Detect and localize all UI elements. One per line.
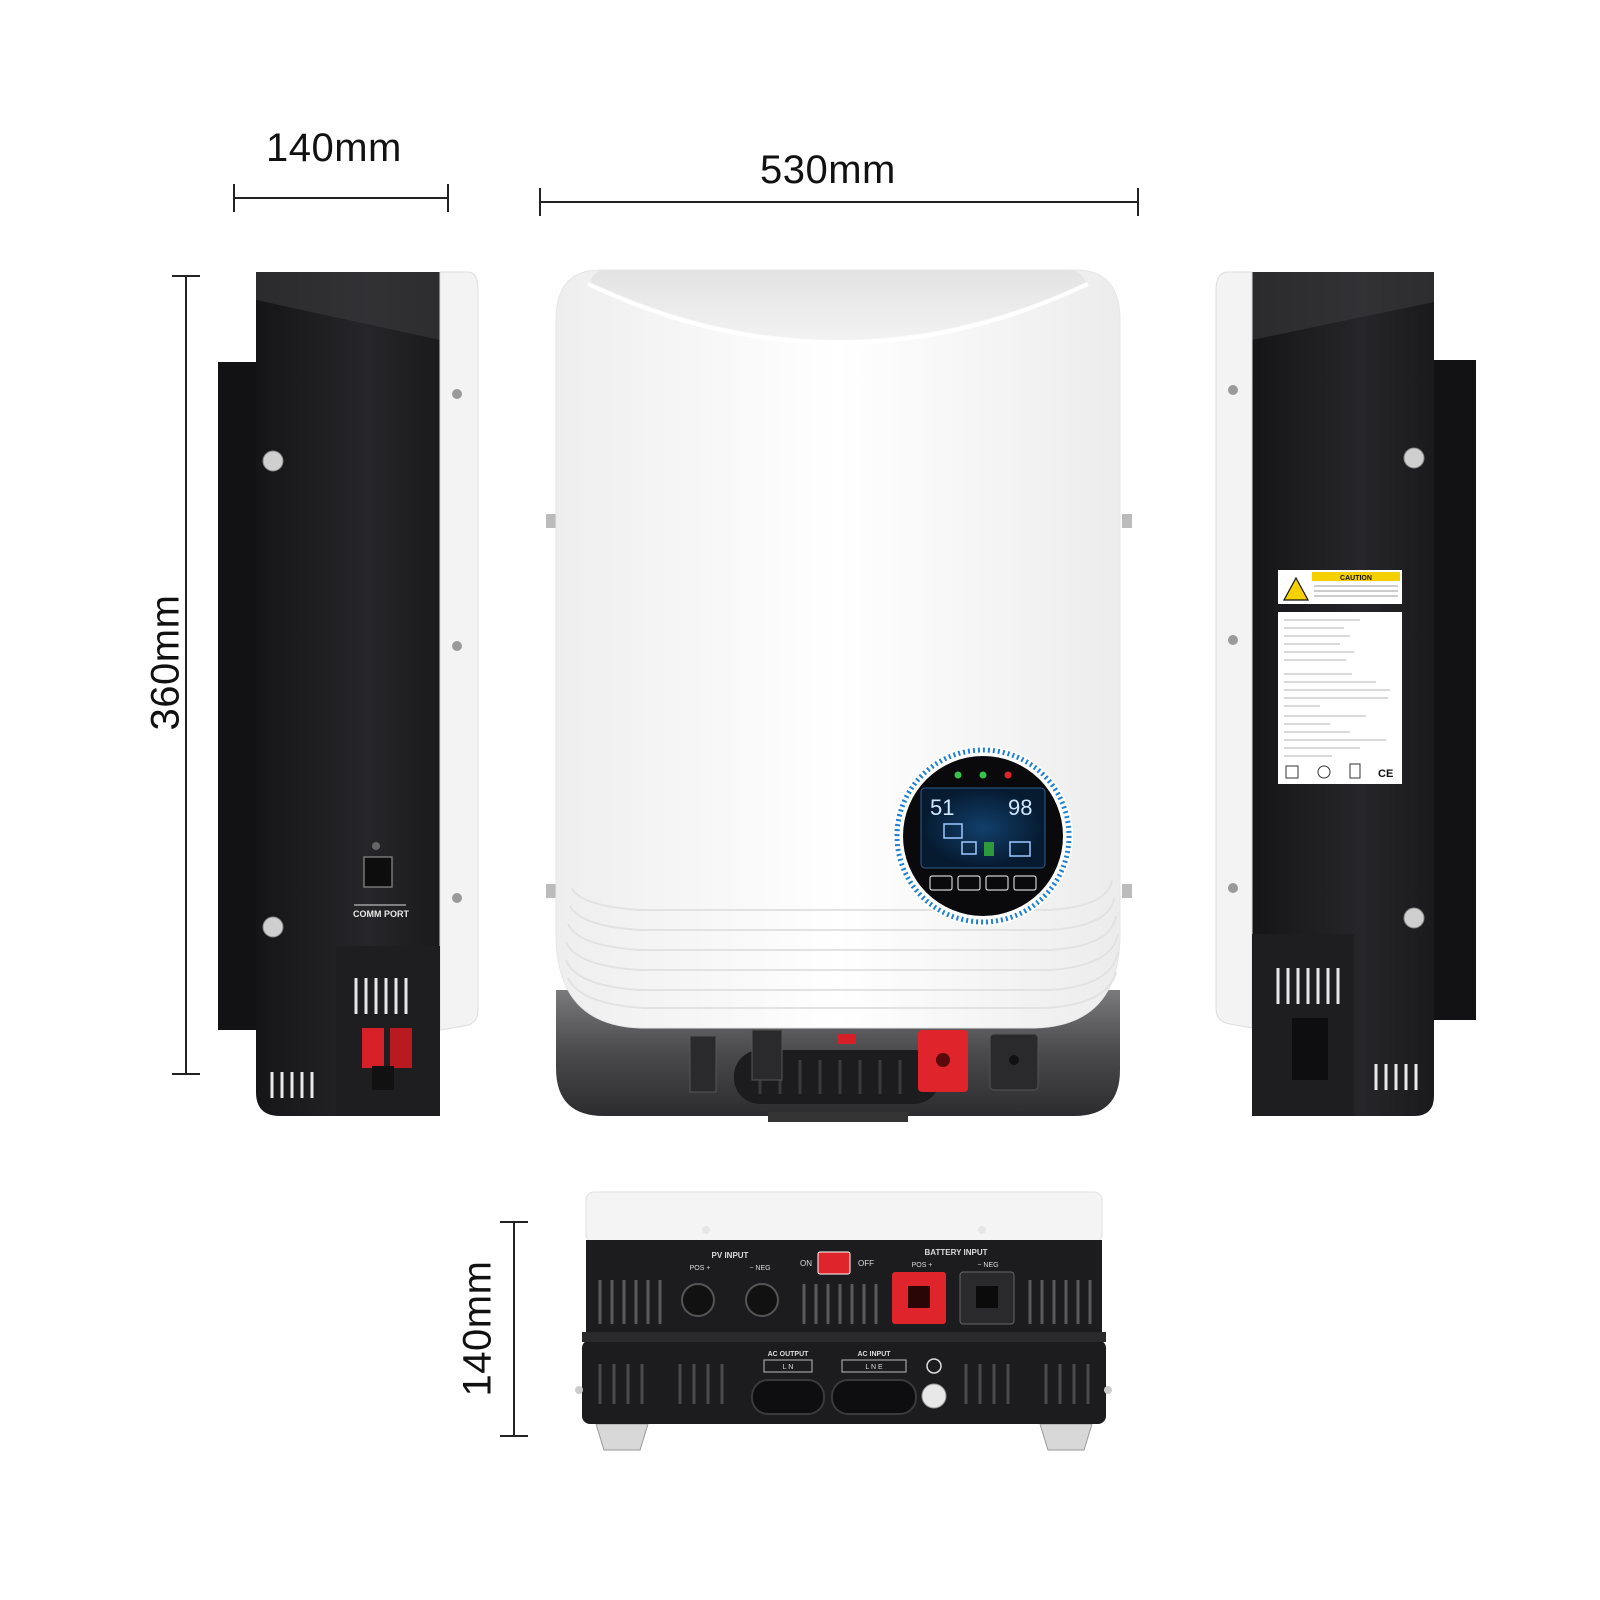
battery-neg-label: − NEG (977, 1262, 998, 1269)
bottom-view: PV INPUT POS + − NEG ON OFF BATTERY INPU… (575, 1191, 1112, 1451)
weee-bin-icon (1349, 763, 1361, 779)
warning-triangle-icon (1282, 576, 1310, 601)
height-dimension-line (172, 275, 200, 1075)
battery-pos-label: POS + (912, 1262, 933, 1269)
pv-pos-label: POS + (690, 1265, 711, 1272)
switch-off-label: OFF (858, 1259, 874, 1268)
side-width-label: 140mm (266, 126, 402, 170)
front-view: 51 98 (546, 269, 1132, 1122)
ground-icon (926, 1358, 942, 1374)
ac-input-port-icon (831, 1379, 917, 1415)
status-led-icon (979, 771, 987, 779)
ac-output-label: AC OUTPUT (768, 1351, 810, 1358)
switch-on-label: ON (800, 1259, 812, 1268)
front-width-label: 530mm (760, 148, 896, 192)
enter-button-icon (1013, 875, 1037, 891)
right-side-view: CAUTION CE (1215, 271, 1476, 1116)
pv-neg-label: − NEG (749, 1265, 770, 1272)
battery-pos-cable-icon (362, 1028, 384, 1068)
bottom-depth-dimension-line (500, 1221, 528, 1437)
front-wave-lines (565, 879, 1119, 1009)
ac-output-port-icon (751, 1379, 825, 1415)
lcd-left-readout: 51 (930, 795, 954, 820)
mode-button-icon (929, 875, 953, 891)
down-button-icon (985, 875, 1009, 891)
pv-neg-connector-icon (745, 1283, 779, 1317)
ac-output-terminals: L N (783, 1364, 794, 1371)
ce-mark-icon: CE (1378, 768, 1393, 780)
lcd-right-readout: 98 (1008, 795, 1032, 820)
left-side-view: COMM PORT (218, 271, 479, 1116)
battery-input-label: BATTERY INPUT (925, 1248, 988, 1257)
front-width-dimension-line (539, 188, 1139, 216)
ground-screw-icon (921, 1383, 947, 1409)
screw-icon (1403, 447, 1425, 469)
pv-input-label: PV INPUT (712, 1251, 749, 1260)
inverter-icon (961, 841, 977, 855)
side-width-dimension-line (233, 184, 449, 212)
rj45-port-icon (363, 856, 393, 888)
ac-input-label: AC INPUT (857, 1351, 891, 1358)
screw-icon (262, 450, 284, 938)
screw-icon (1403, 907, 1425, 929)
ac-input-terminals: L N E (865, 1364, 883, 1371)
caution-title: CAUTION (1340, 575, 1372, 582)
manual-icon (1285, 765, 1299, 779)
up-button-icon (957, 875, 981, 891)
load-icon (1009, 841, 1031, 857)
lcd-control-panel: 51 98 (893, 746, 1073, 926)
battery-icon (984, 842, 994, 856)
status-led-icon (954, 771, 962, 779)
pv-pos-connector-icon (681, 1283, 715, 1317)
power-switch (817, 1251, 851, 1275)
solar-panel-icon (943, 823, 963, 839)
status-led-icon (1004, 771, 1012, 779)
rohs-icon (1317, 765, 1331, 779)
comm-port-label: COMM PORT (353, 909, 409, 919)
